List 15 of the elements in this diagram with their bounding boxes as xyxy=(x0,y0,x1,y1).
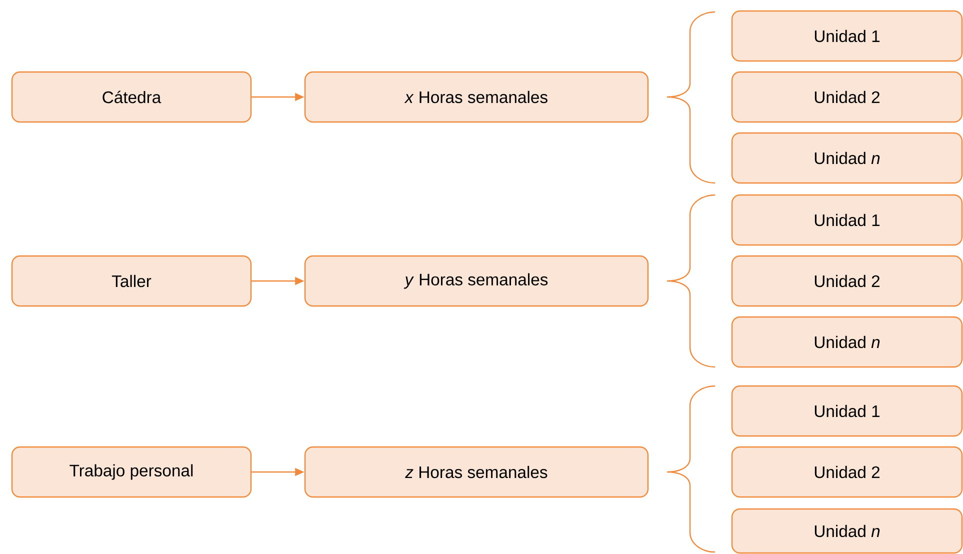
source-box: Cátedra xyxy=(11,71,252,123)
source-box: Taller xyxy=(11,255,252,307)
source-box: Trabajo personal xyxy=(11,446,252,498)
hours-box: y Horas semanales xyxy=(304,255,649,307)
unit-box: Unidad 1 xyxy=(731,385,963,437)
unit-box: Unidad 2 xyxy=(731,446,963,498)
hours-box: x Horas semanales xyxy=(304,71,649,123)
unit-box: Unidad n xyxy=(731,508,963,554)
hours-box: z Horas semanales xyxy=(304,446,649,498)
unit-box: Unidad n xyxy=(731,316,963,368)
unit-box: Unidad 2 xyxy=(731,71,963,123)
unit-box: Unidad n xyxy=(731,132,963,184)
unit-box: Unidad 1 xyxy=(731,10,963,62)
unit-box: Unidad 2 xyxy=(731,255,963,307)
unit-box: Unidad 1 xyxy=(731,194,963,246)
